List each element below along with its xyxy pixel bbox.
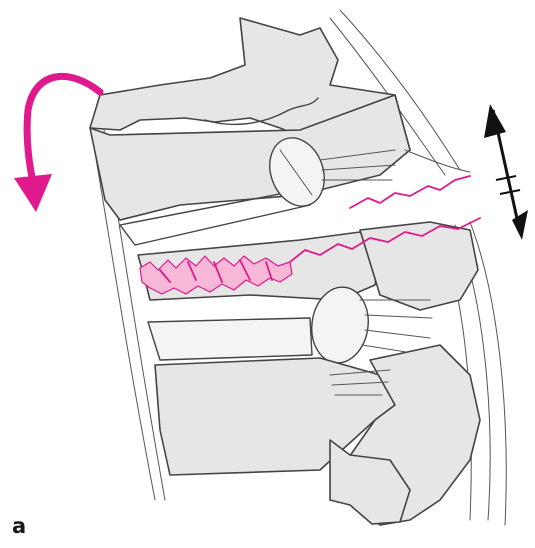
panel-label: a	[12, 516, 26, 537]
flexion-rotation-arrow-icon	[14, 76, 100, 212]
middle-vertebra	[138, 222, 478, 367]
upper-fracture-line	[350, 176, 470, 208]
upper-vertebra	[90, 18, 470, 245]
lower-vertebra	[155, 345, 480, 525]
distraction-arrow-icon	[484, 104, 528, 240]
